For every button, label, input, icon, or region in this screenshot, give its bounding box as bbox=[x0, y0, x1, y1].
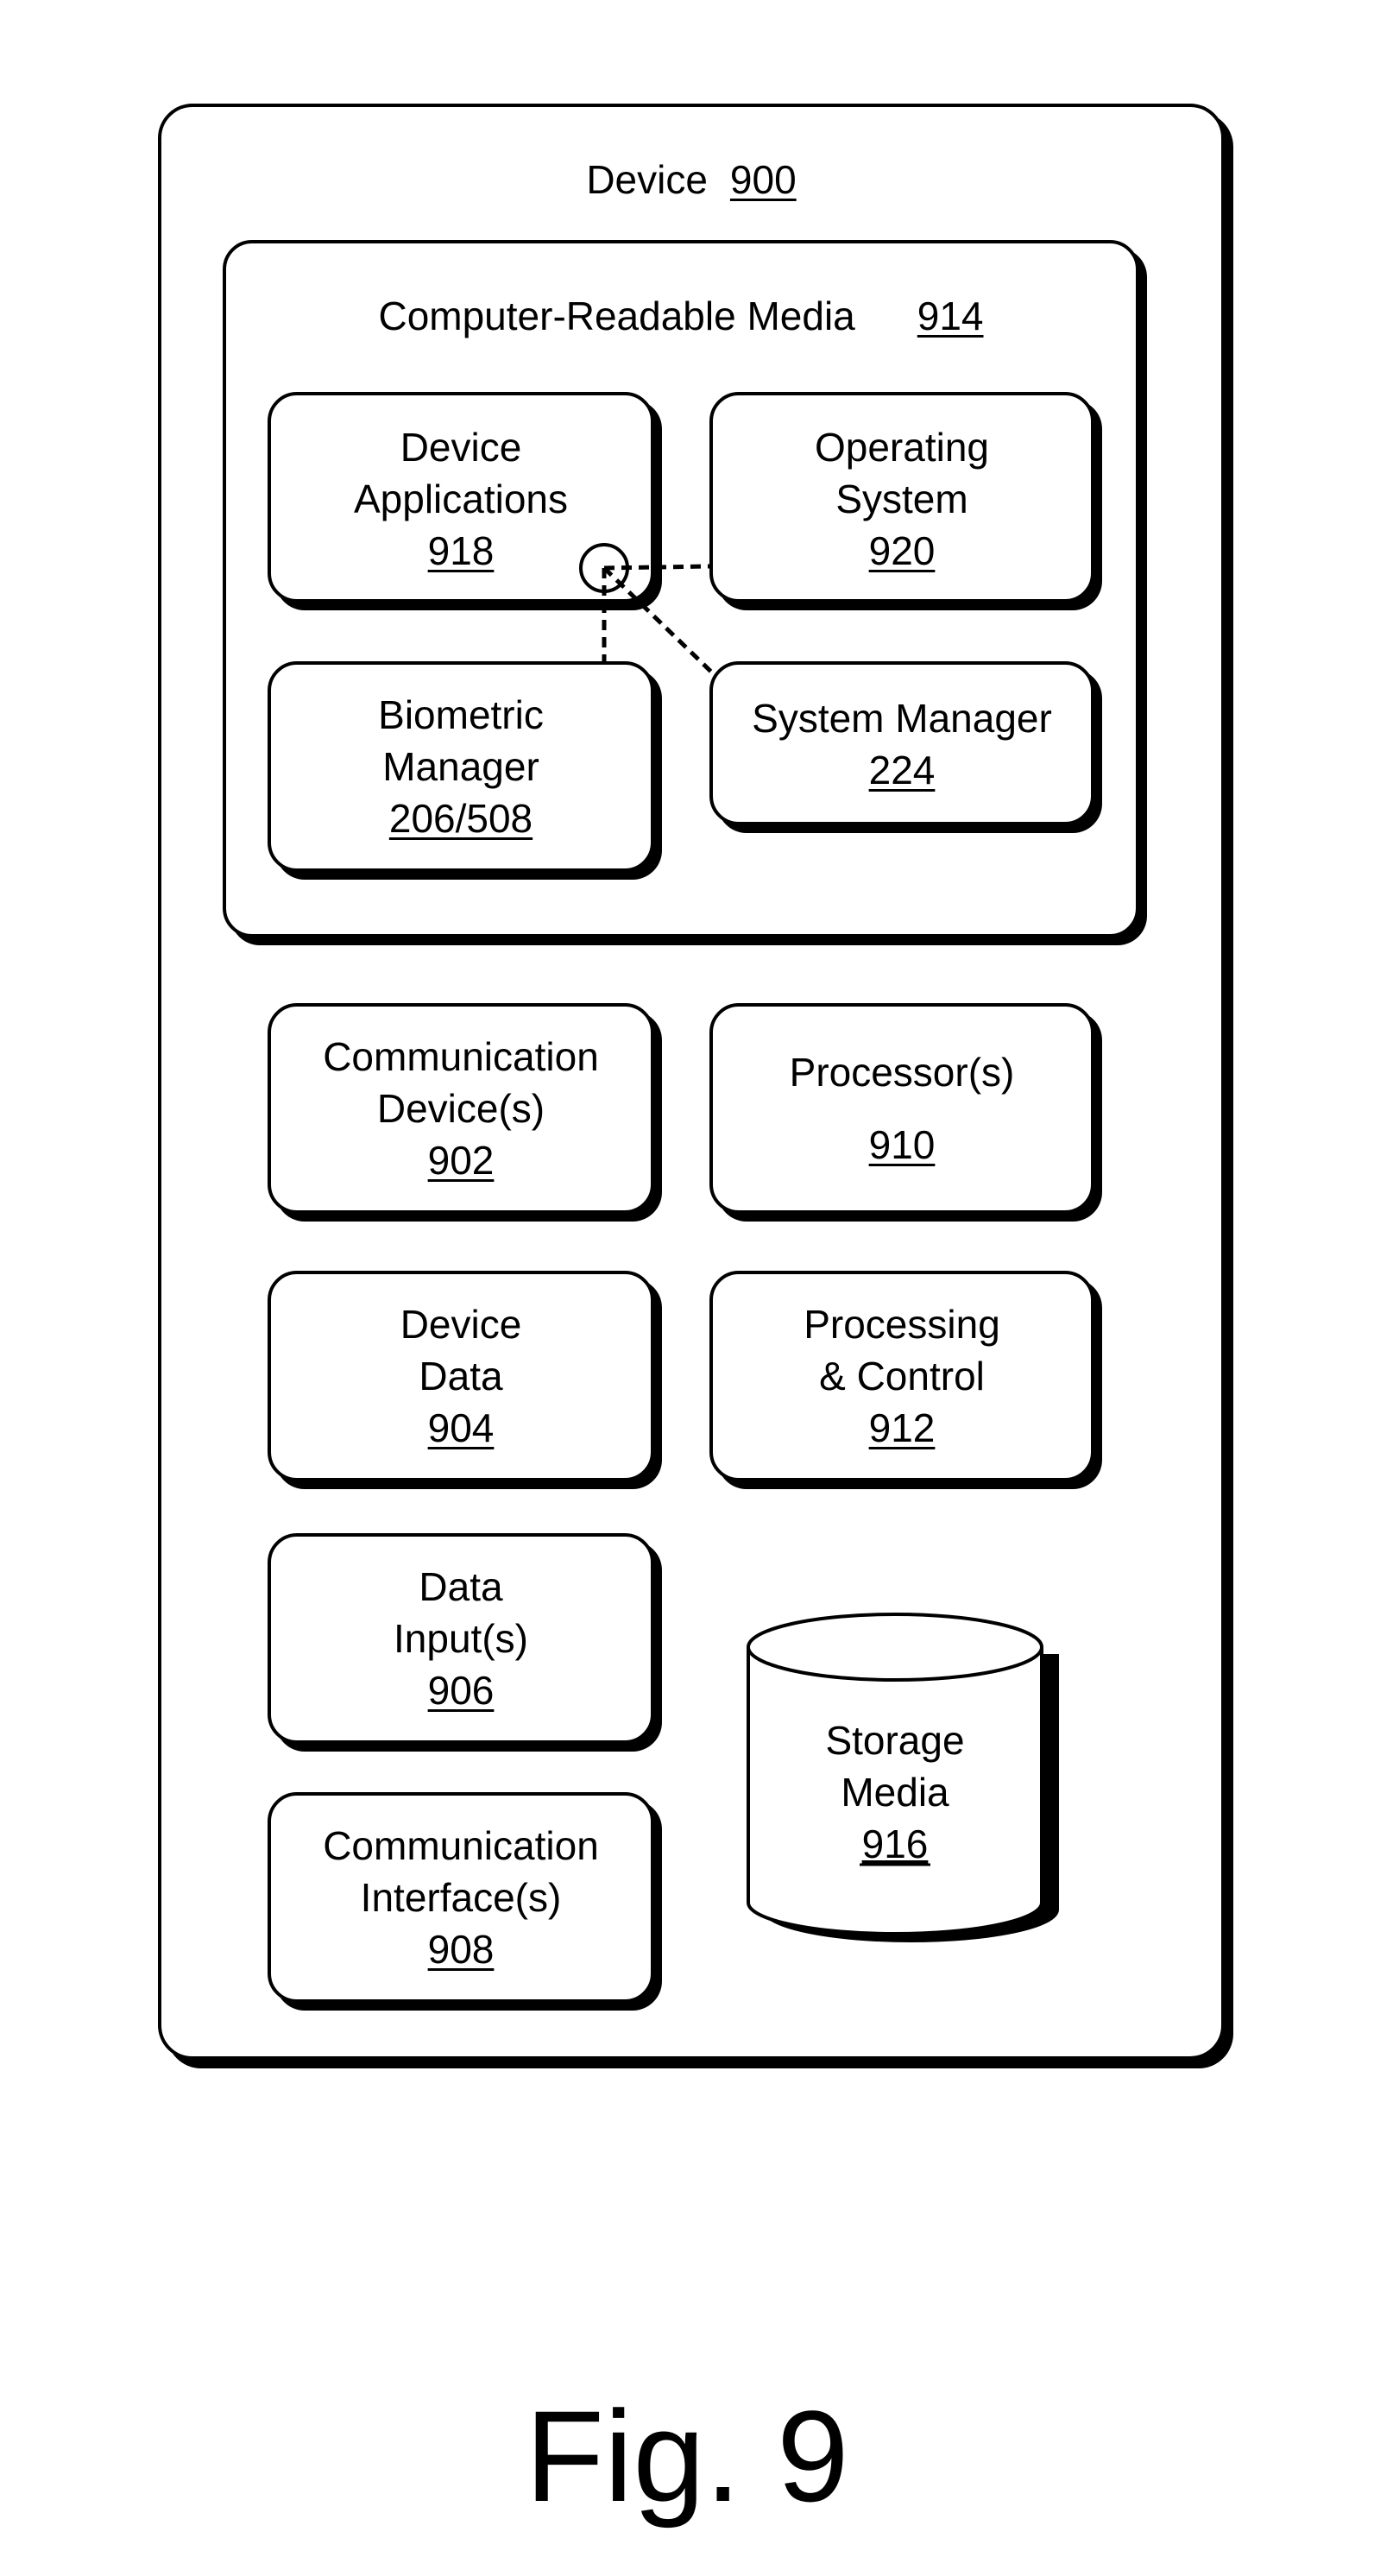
biometric-manager-ref: 206/508 bbox=[389, 796, 533, 841]
communication-devices-line1: Communication bbox=[271, 1031, 651, 1083]
media-title: Computer-Readable Media bbox=[378, 294, 854, 338]
communication-interfaces-line2: Interface(s) bbox=[271, 1872, 651, 1923]
device-data-line1: Device bbox=[271, 1298, 651, 1350]
media-ref: 914 bbox=[917, 294, 984, 338]
processing-control-line2: & Control bbox=[713, 1350, 1091, 1402]
communication-devices-ref: 902 bbox=[428, 1138, 495, 1183]
operating-system-line1: Operating bbox=[713, 421, 1091, 473]
device-applications-ref: 918 bbox=[428, 528, 495, 573]
data-inputs-ref: 906 bbox=[428, 1668, 495, 1713]
device-data-line2: Data bbox=[271, 1350, 651, 1402]
system-manager-line1: System Manager bbox=[713, 692, 1091, 744]
operating-system-line2: System bbox=[713, 473, 1091, 525]
biometric-manager-line2: Manager bbox=[271, 741, 651, 792]
device-ref: 900 bbox=[730, 157, 797, 202]
processors-ref: 910 bbox=[869, 1122, 936, 1167]
device-data-ref: 904 bbox=[428, 1405, 495, 1450]
data-inputs-line2: Input(s) bbox=[271, 1613, 651, 1664]
communication-devices-line2: Device(s) bbox=[271, 1083, 651, 1134]
data-inputs-block: Data Input(s) 906 bbox=[268, 1533, 654, 1744]
device-applications-line1: Device bbox=[271, 421, 651, 473]
communication-devices-block: Communication Device(s) 902 bbox=[268, 1003, 654, 1214]
communication-interfaces-line1: Communication bbox=[271, 1820, 651, 1872]
operating-system-block: Operating System 920 bbox=[709, 392, 1094, 603]
biometric-manager-block: Biometric Manager 206/508 bbox=[268, 661, 654, 872]
operating-system-ref: 920 bbox=[869, 528, 936, 573]
communication-interfaces-block: Communication Interface(s) 908 bbox=[268, 1792, 654, 2003]
communication-interfaces-ref: 908 bbox=[428, 1927, 495, 1972]
processing-control-ref: 912 bbox=[869, 1405, 936, 1450]
processing-control-line1: Processing bbox=[713, 1298, 1091, 1350]
data-inputs-line1: Data bbox=[271, 1561, 651, 1613]
device-data-block: Device Data 904 bbox=[268, 1271, 654, 1481]
device-title-row: Device 900 bbox=[161, 154, 1221, 205]
media-title-row: Computer-Readable Media 914 bbox=[226, 290, 1136, 342]
processors-line1: Processor(s) bbox=[713, 1046, 1091, 1098]
system-manager-ref: 224 bbox=[869, 748, 936, 792]
device-applications-block: Device Applications 918 bbox=[268, 392, 654, 603]
device-applications-line2: Applications bbox=[271, 473, 651, 525]
device-title: Device bbox=[586, 157, 708, 202]
system-manager-block: System Manager 224 bbox=[709, 661, 1094, 825]
biometric-manager-line1: Biometric bbox=[271, 689, 651, 741]
processing-control-block: Processing & Control 912 bbox=[709, 1271, 1094, 1481]
processors-block: Processor(s) 910 bbox=[709, 1003, 1094, 1214]
figure-caption: Fig. 9 bbox=[0, 2383, 1374, 2529]
